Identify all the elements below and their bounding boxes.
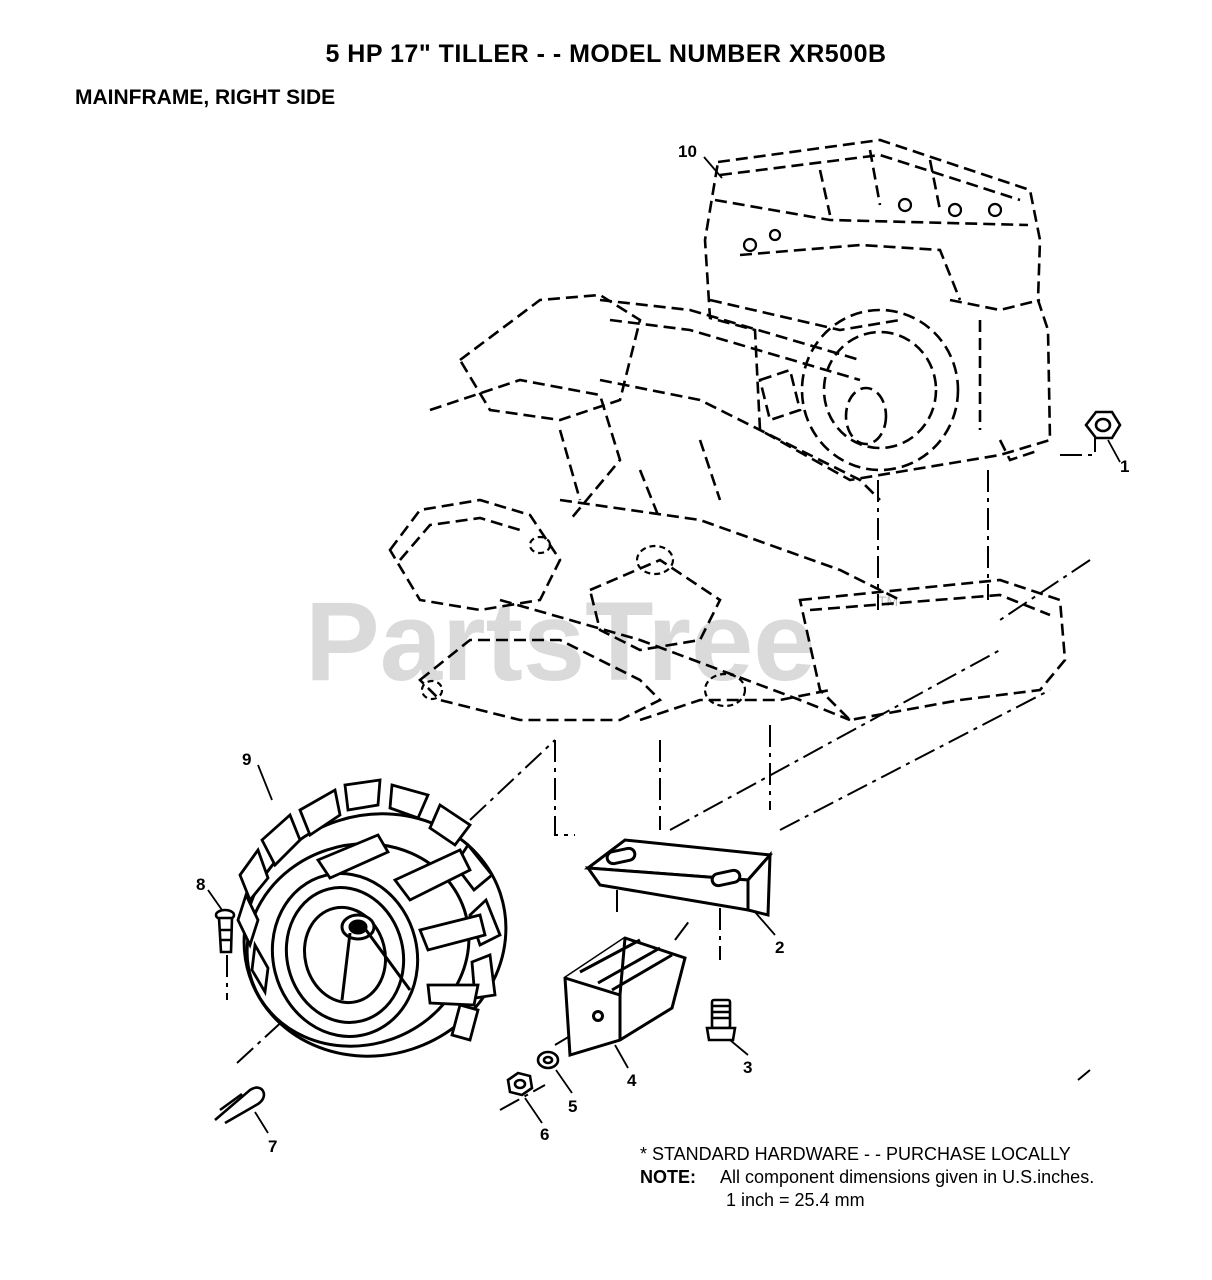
engine-outline	[703, 138, 1052, 482]
hex-nut	[506, 1071, 534, 1097]
clevis-pin	[214, 908, 236, 954]
note-text: All component dimensions given in U.S.in…	[720, 1167, 1095, 1187]
engine-bolt-holes	[742, 197, 1003, 253]
bolt	[705, 998, 737, 1042]
tire-treads	[236, 778, 502, 1042]
callout-3: 3	[743, 1058, 752, 1077]
notes-block: * STANDARD HARDWARE - - PURCHASE LOCALLY…	[640, 1143, 1094, 1212]
note-label: NOTE:	[640, 1167, 696, 1187]
callout-4: 4	[627, 1071, 637, 1090]
section-subtitle: MAINFRAME, RIGHT SIDE	[75, 86, 336, 109]
lock-washer	[536, 1050, 560, 1070]
conversion-note: 1 inch = 25.4 mm	[726, 1190, 865, 1210]
callout-7: 7	[268, 1137, 277, 1156]
mounting-bracket	[583, 838, 774, 917]
callout-1: 1	[1120, 457, 1129, 476]
standard-hardware-note: * STANDARD HARDWARE - - PURCHASE LOCALLY	[640, 1144, 1071, 1164]
callout-5: 5	[568, 1097, 577, 1116]
callout-6: 6	[540, 1125, 549, 1144]
tine-assembly-outline	[388, 293, 1067, 722]
callout-leaders	[207, 156, 1121, 1134]
callout-8: 8	[196, 875, 205, 894]
callout-10: 10	[678, 142, 697, 161]
callout-2: 2	[775, 938, 784, 957]
callout-9: 9	[242, 750, 251, 769]
page-title: 5 HP 17" TILLER - - MODEL NUMBER XR500B	[325, 40, 887, 68]
tine-hubs	[420, 535, 747, 708]
dimensions-note: NOTE: All component dimensions given in U…	[640, 1166, 1094, 1189]
hair-pin	[214, 1086, 266, 1125]
shield-plate	[563, 936, 687, 1057]
flange-nut	[1084, 410, 1122, 440]
